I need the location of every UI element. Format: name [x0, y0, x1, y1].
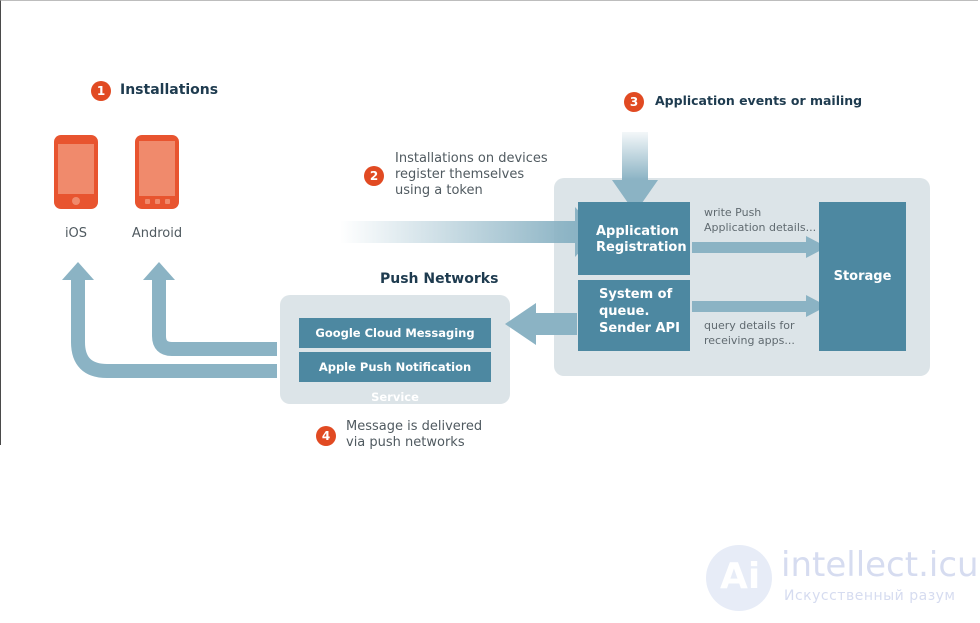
storage-box: Storage	[819, 202, 906, 351]
push-networks-title: Push Networks	[380, 271, 499, 287]
write-details-text: write Push Application details...	[704, 206, 817, 234]
step-3-label: Application events or mailing	[655, 93, 863, 108]
step-4-text: Message is delivered via push networks	[346, 419, 483, 450]
android-return-arrow	[152, 279, 277, 356]
step-1-label: Installations	[120, 82, 219, 98]
send-arrow	[505, 303, 577, 345]
watermark-tagline: Искусственный разум	[784, 588, 956, 604]
step-3-badge: 3	[624, 92, 644, 112]
android-label: Android	[131, 226, 183, 241]
apple-push-notification-box: Apple Push Notification Service	[299, 352, 491, 404]
ios-phone-icon	[54, 135, 98, 209]
ios-label: iOS	[64, 226, 88, 241]
watermark-logo-icon	[706, 545, 772, 611]
watermark-logo-text: Ai	[720, 556, 761, 597]
query-arrow	[692, 295, 827, 317]
google-cloud-messaging-box: Google Cloud Messaging	[299, 318, 491, 348]
step-2-text: Installations on devices register themse…	[395, 151, 548, 198]
step-2-badge: 2	[364, 166, 384, 186]
watermark-site: intellect.icu	[781, 545, 979, 585]
application-registration-box: Application Registration	[578, 202, 690, 275]
step-4-badge: 4	[316, 426, 336, 446]
diagram-frame	[0, 0, 978, 445]
query-details-text: query details for receiving apps...	[704, 319, 795, 347]
events-arrow	[612, 132, 658, 213]
step-1-badge: 1	[91, 81, 111, 101]
android-phone-icon	[135, 135, 179, 209]
write-arrow	[692, 236, 827, 258]
ios-return-arrow	[71, 279, 277, 378]
queue-sender-box: System of queue. Sender API	[578, 280, 690, 351]
